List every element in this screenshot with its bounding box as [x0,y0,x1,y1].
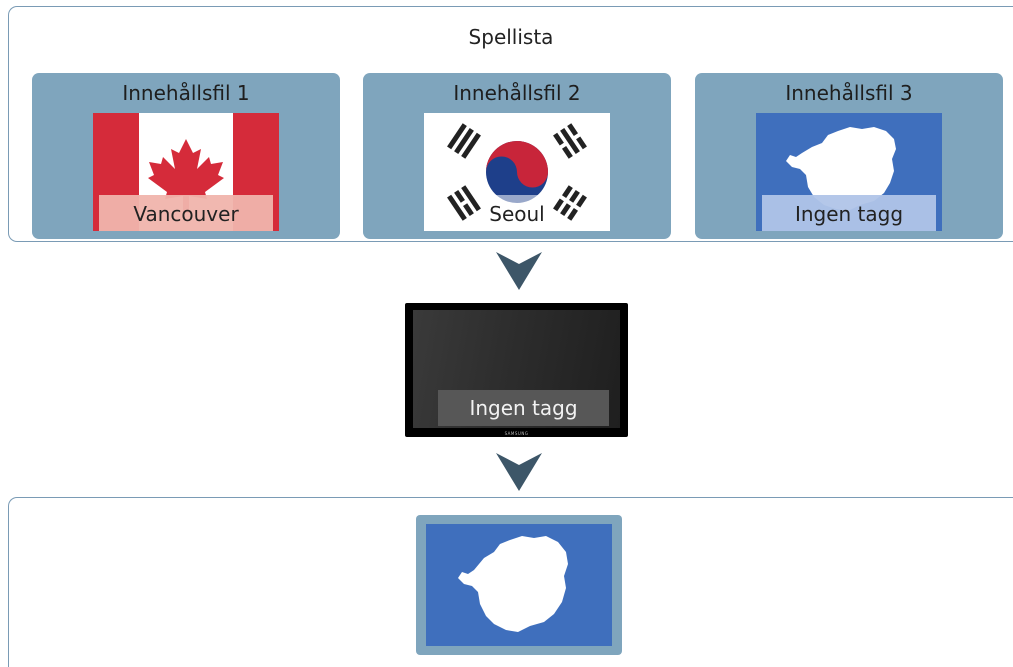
content-file-card-3: Innehållsfil 3 Ingen tagg [695,73,1003,239]
content-file-title-2: Innehållsfil 2 [453,81,581,105]
content-file-card-1: Innehållsfil 1 Vancouver [32,73,340,239]
monitor-tag: Ingen tagg [438,390,609,426]
down-arrow-icon [496,453,542,491]
result-frame [416,515,622,655]
content-tag-3: Ingen tagg [762,195,936,231]
canada-flag-image: Vancouver [93,113,279,231]
result-panel [8,497,1013,667]
monitor-brand-logo: SAMSUNG [504,431,529,436]
content-tag-1: Vancouver [99,195,273,231]
antarctica-flag-image: Ingen tagg [756,113,942,231]
content-file-title-3: Innehållsfil 3 [785,81,913,105]
content-file-card-2: Innehållsfil 2 [363,73,671,239]
monitor-screen: Ingen tagg [413,310,620,428]
playlist-panel: Spellista Innehållsfil 1 Vancouver Inneh… [8,6,1013,242]
south-korea-flag-image: Seoul [424,113,610,231]
content-file-title-1: Innehållsfil 1 [122,81,250,105]
down-arrow-icon [496,252,542,290]
antarctica-flag-result-image [426,524,612,646]
display-monitor: Ingen tagg SAMSUNG [405,303,628,437]
playlist-title: Spellista [468,25,554,49]
content-tag-2: Seoul [484,195,550,231]
